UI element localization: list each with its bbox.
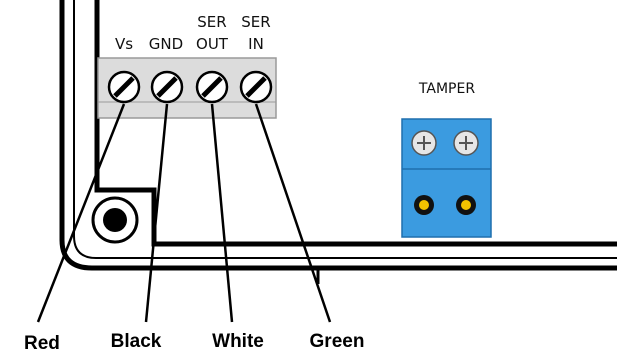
enclosure-outer-edge	[59, 0, 617, 271]
wires	[36, 103, 332, 323]
enclosure-middle-edge	[73, 0, 617, 259]
label-ser-out-line1: SER	[197, 13, 226, 31]
wire-white-line	[210, 103, 234, 323]
terminal-screw-ser-out	[195, 70, 229, 104]
wire-black-line	[144, 103, 169, 323]
terminal-screw-vs	[107, 70, 141, 104]
wire-red-line	[36, 103, 126, 323]
tamper-block	[401, 118, 492, 238]
wire-label-green: Green	[310, 331, 365, 352]
wire-label-black: Black	[111, 331, 162, 352]
label-vs: Vs	[115, 35, 133, 53]
terminal-block	[97, 57, 277, 119]
tamper-led-right	[456, 195, 476, 215]
wire-green-line	[254, 103, 332, 323]
tamper-screw-left	[411, 130, 437, 156]
tamper-label: TAMPER	[418, 81, 475, 97]
label-gnd: GND	[149, 35, 183, 53]
label-ser-in-line1: SER	[241, 13, 270, 31]
mounting-hole	[91, 196, 139, 244]
wire-label-white: White	[212, 331, 264, 352]
enclosure-outline	[59, 0, 617, 284]
wire-label-red: Red	[24, 333, 60, 354]
label-ser-in-line2: IN	[248, 35, 264, 53]
tamper-led-left	[414, 195, 434, 215]
terminal-screw-ser-in	[239, 70, 273, 104]
terminal-screw-gnd	[150, 70, 184, 104]
enclosure-inner-edge	[94, 0, 617, 247]
label-ser-out-line2: OUT	[196, 35, 229, 53]
tamper-screw-right	[453, 130, 479, 156]
